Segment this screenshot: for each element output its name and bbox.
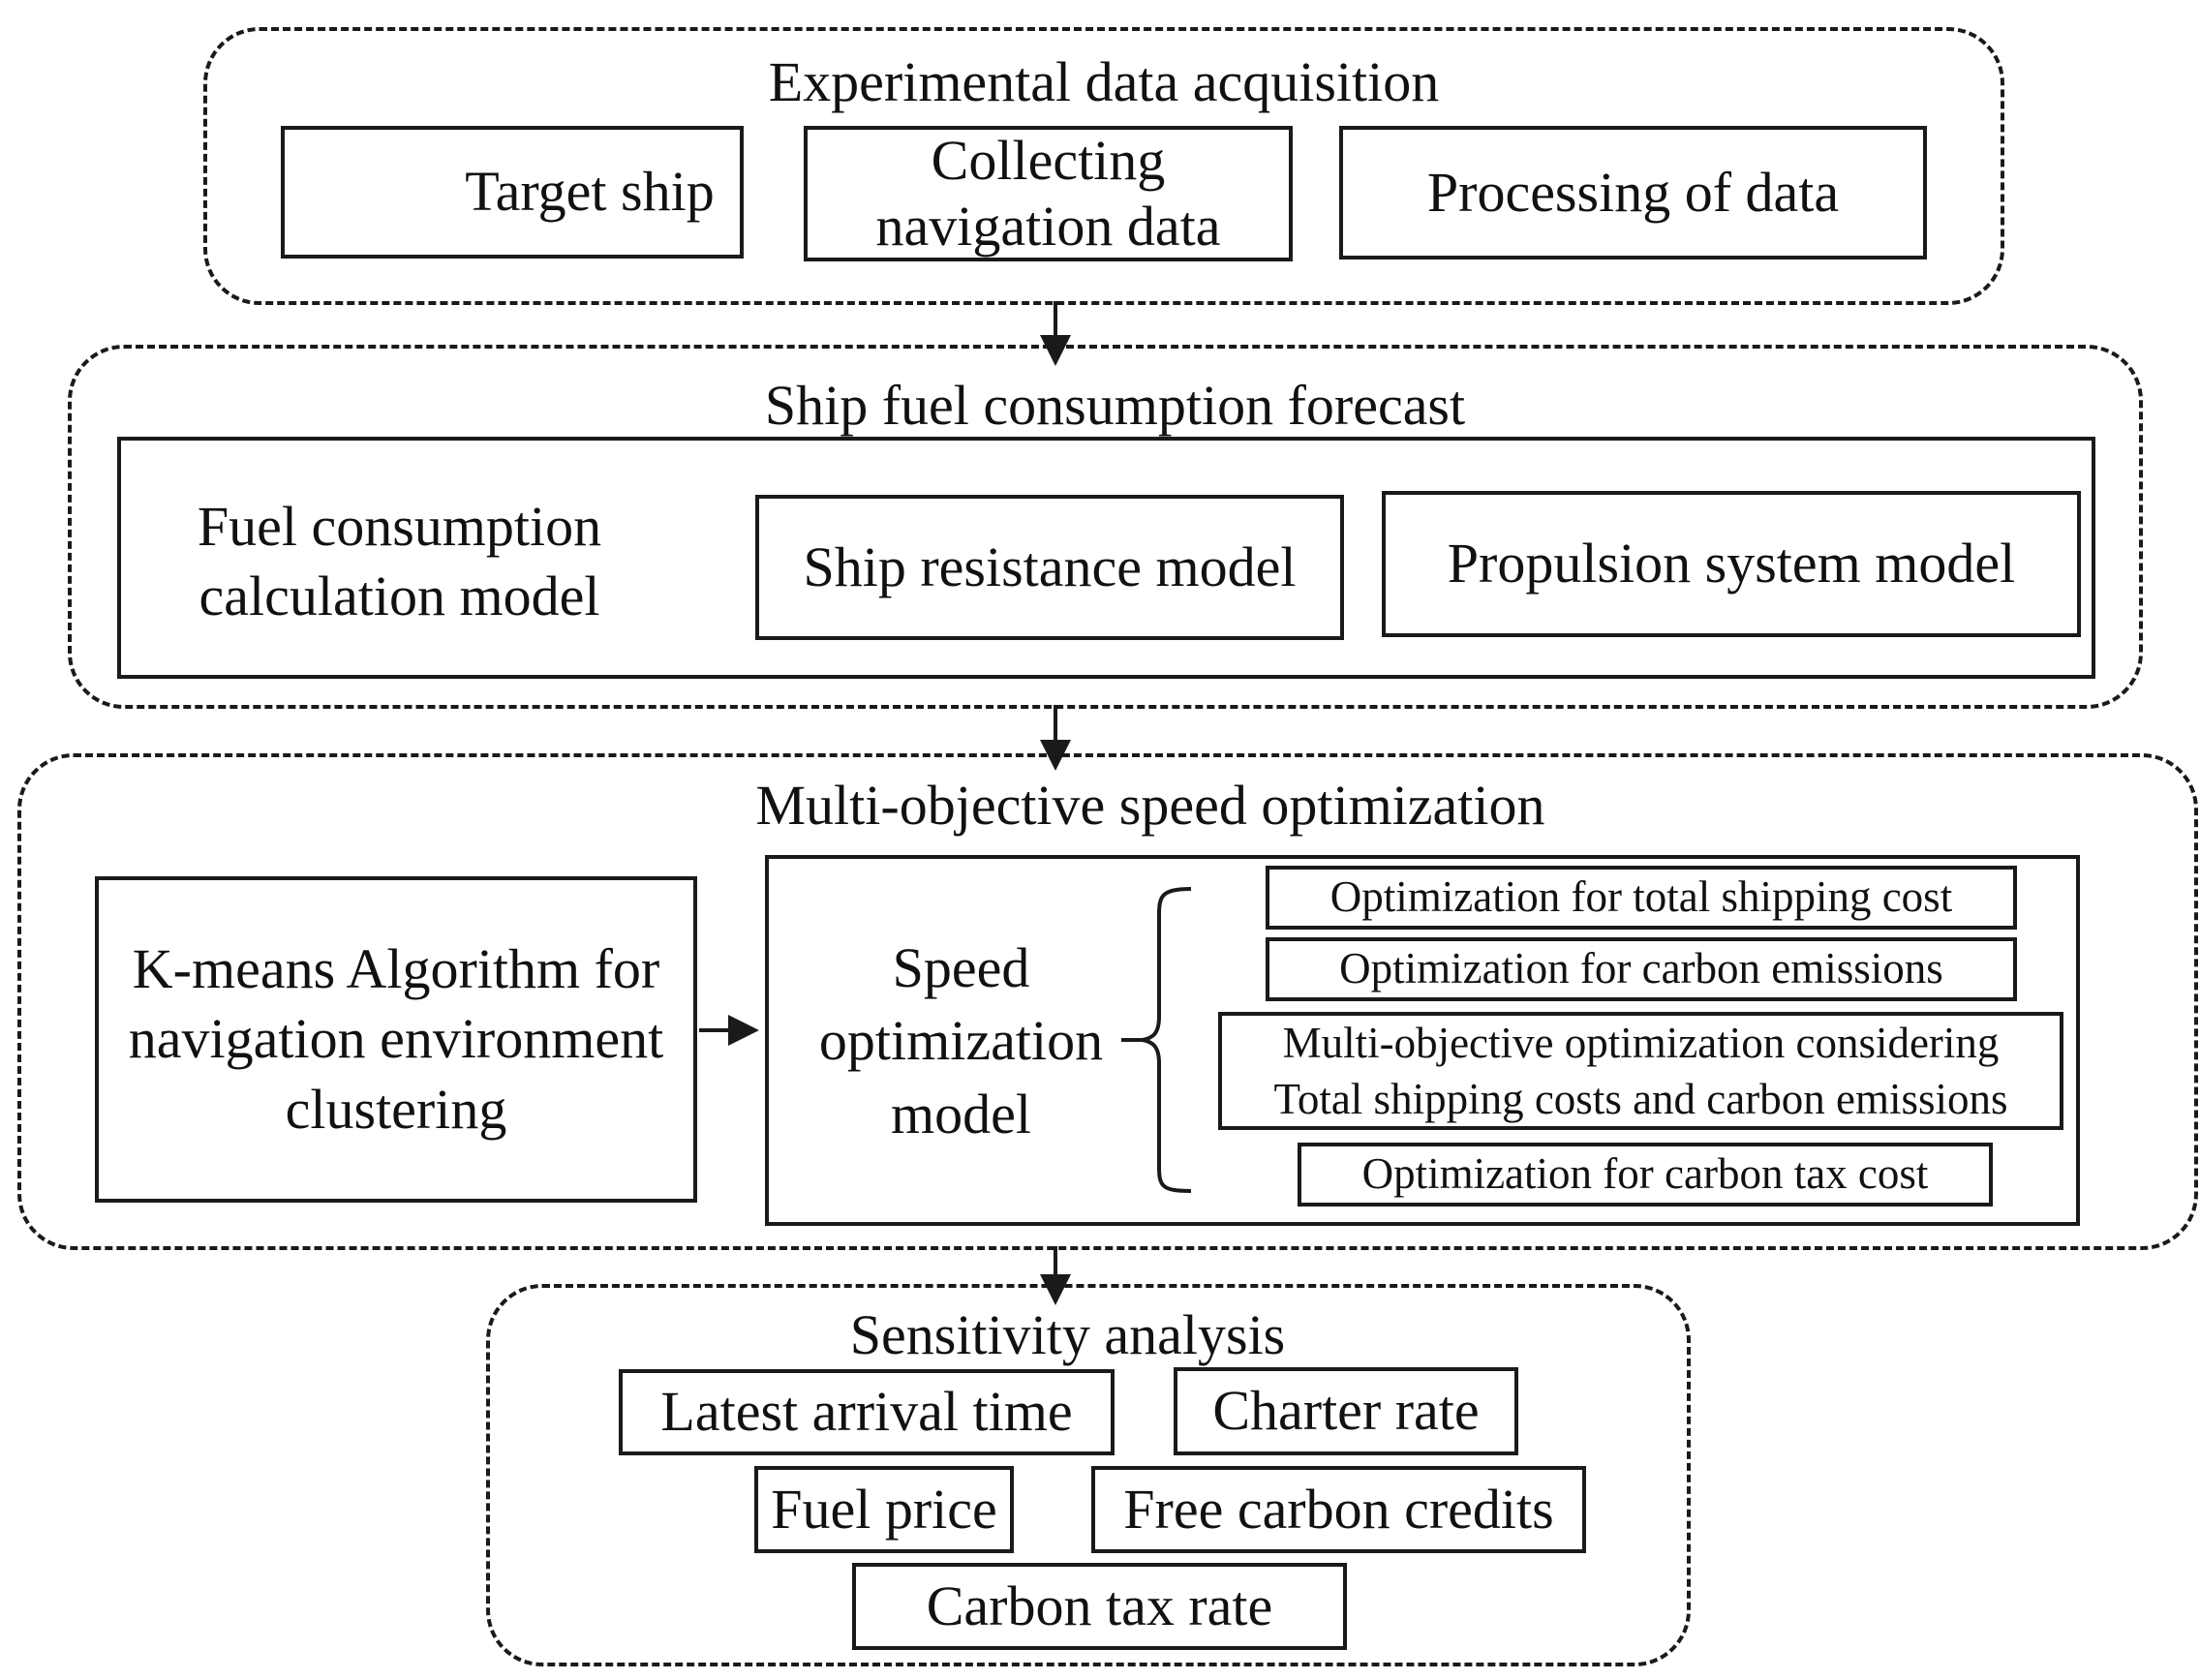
sensitivity-title: Sensitivity analysis	[849, 1303, 1286, 1366]
forecast-group	[68, 345, 2143, 709]
factor-charter-rate: Charter rate	[1174, 1367, 1518, 1455]
stage-arrows	[699, 301, 1071, 1305]
curly-brace-icon	[1142, 887, 1192, 1193]
acquisition-title: Experimental data acquisition	[768, 50, 1440, 113]
factor-fuel-price: Fuel price	[754, 1466, 1014, 1553]
ship-resistance-model-box: Ship resistance model	[755, 495, 1344, 640]
kmeans-clustering-box: K-means Algorithm for navigation environ…	[95, 876, 697, 1203]
optimization-group	[17, 753, 2198, 1250]
acquisition-group	[203, 27, 2004, 305]
objective-total-shipping-cost: Optimization for total shipping cost	[1266, 866, 2017, 930]
propulsion-system-model-box: Propulsion system model	[1382, 491, 2081, 637]
factor-latest-arrival-time: Latest arrival time	[619, 1369, 1115, 1455]
processing-of-data-box: Processing of data	[1339, 126, 1927, 260]
speed-optimization-model-label: Speed optimization model	[818, 935, 1104, 1145]
objective-carbon-emissions: Optimization for carbon emissions	[1266, 937, 2017, 1001]
fuel-consumption-model-label: Fuel consumption calculation model	[197, 494, 602, 628]
factor-carbon-tax-rate: Carbon tax rate	[852, 1563, 1347, 1650]
sensitivity-group	[486, 1284, 1691, 1666]
collecting-navigation-data-box: Collecting navigation data	[804, 126, 1293, 261]
target-ship-box: Target ship	[281, 126, 744, 259]
objective-multi-objective: Multi-objective optimization considering…	[1218, 1012, 2063, 1130]
forecast-title: Ship fuel consumption forecast	[764, 374, 1466, 437]
optimization-title: Multi-objective speed optimization	[755, 774, 1545, 837]
factor-free-carbon-credits: Free carbon credits	[1091, 1466, 1586, 1553]
objective-carbon-tax-cost: Optimization for carbon tax cost	[1298, 1143, 1993, 1207]
